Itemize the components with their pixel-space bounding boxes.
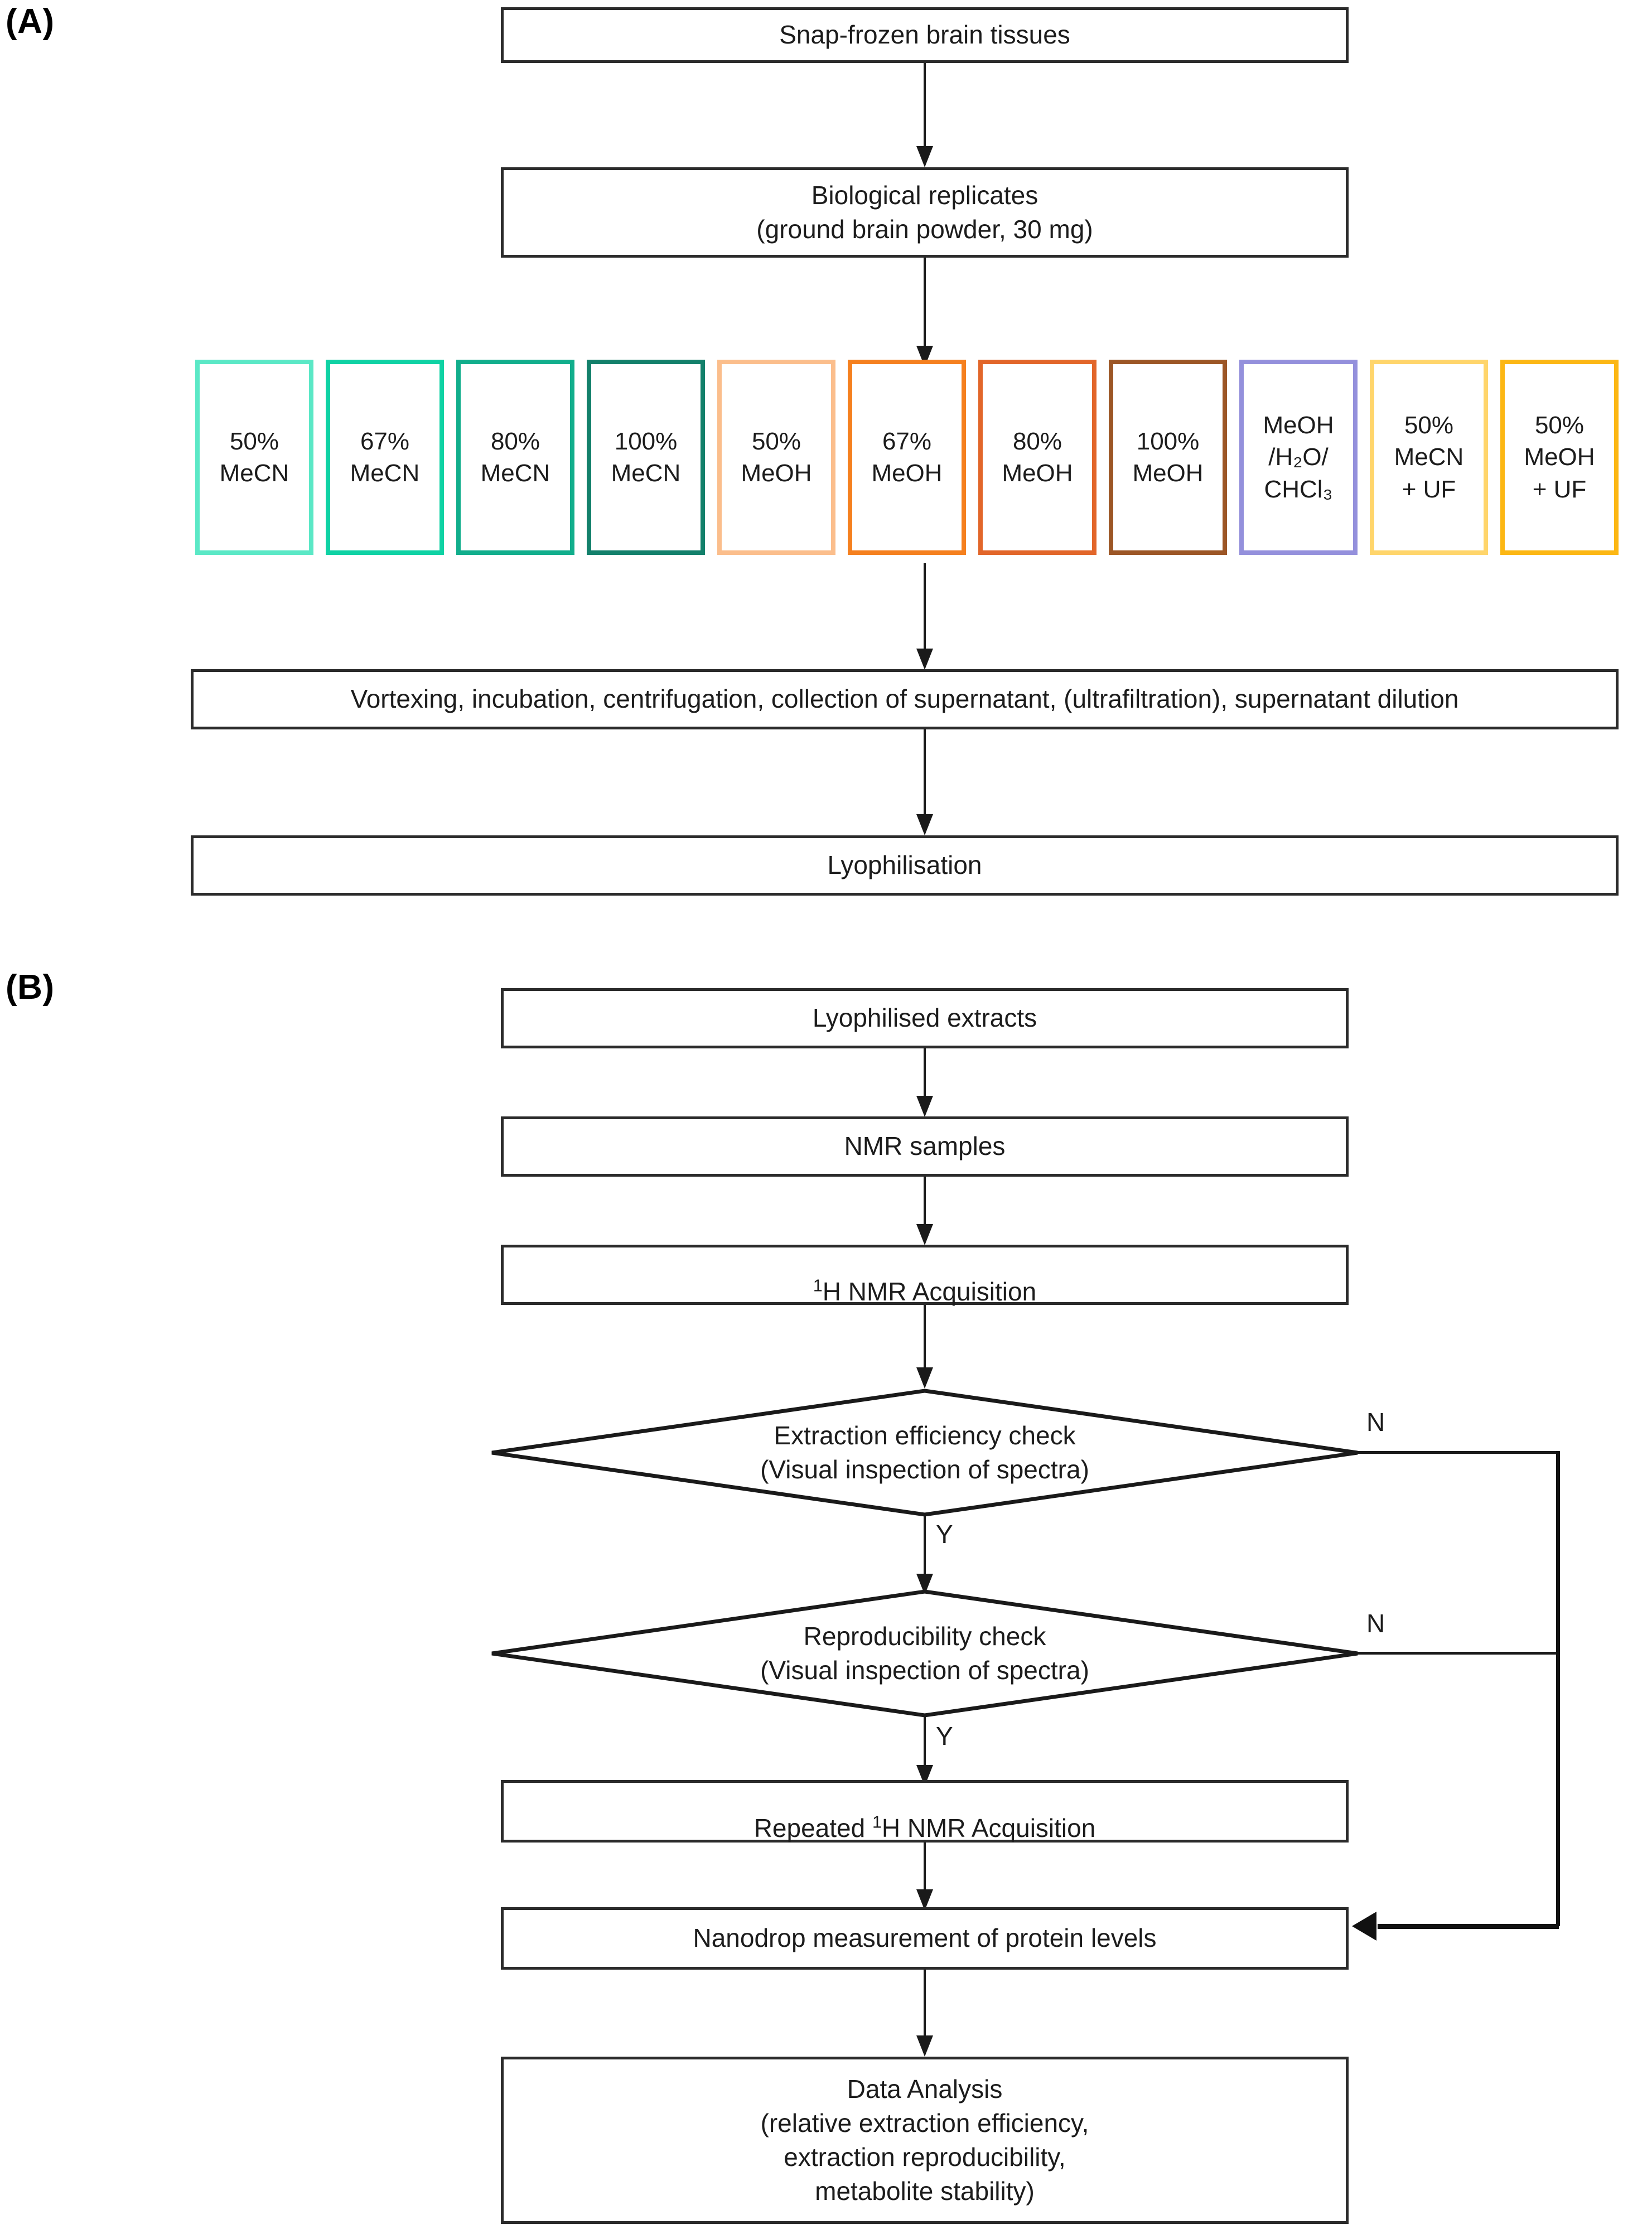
- node-label: Vortexing, incubation, centrifugation, c…: [350, 684, 1459, 714]
- solvent-box-50-meoh: 50%MeOH: [717, 360, 835, 555]
- node-label-text: H NMR Acquisition: [822, 1277, 1037, 1306]
- connector-nanodrop-to-analysis: [924, 1970, 926, 2043]
- connector-repeated-to-nanodrop: [924, 1843, 926, 1898]
- connector-efficiency-no-branch: [1358, 1451, 1558, 1454]
- node-nanodrop-measurement: Nanodrop measurement of protein levels: [501, 1907, 1349, 1970]
- solvent-box-67-meoh: 67%MeOH: [848, 360, 966, 555]
- connector-solvents-to-processing: [924, 563, 926, 661]
- diamond-shape: [491, 1589, 1358, 1718]
- node-label: Snap-frozen brain tissues: [779, 20, 1070, 50]
- superscript-one: 1: [813, 1276, 823, 1295]
- solvent-label: MeOH/H₂O/CHCl₃: [1263, 412, 1334, 503]
- solvent-label: 50%MeOH: [741, 427, 812, 487]
- connector-reproducibility-no-branch: [1358, 1652, 1558, 1655]
- connector-no-branch-return: [1378, 1924, 1559, 1929]
- solvent-label: 50%MeOH+ UF: [1524, 412, 1595, 503]
- node-data-analysis: Data Analysis (relative extraction effic…: [501, 2057, 1349, 2224]
- node-label: Lyophilised extracts: [812, 1003, 1037, 1033]
- connector-samples-to-acquisition: [924, 1177, 926, 1238]
- node-label: Repeated 1H NMR Acquisition: [744, 1777, 1106, 1845]
- node-label: Biological replicates (ground brain powd…: [756, 180, 1093, 244]
- node-lyophilised-extracts: Lyophilised extracts: [501, 988, 1349, 1048]
- node-label-suffix: H NMR Acquisition: [881, 1814, 1096, 1843]
- solvent-box-100-meoh: 100%MeOH: [1109, 360, 1227, 555]
- solvent-label: 80%MeCN: [480, 427, 550, 487]
- node-label: Nanodrop measurement of protein levels: [693, 1923, 1157, 1953]
- solvent-label: 67%MeCN: [350, 427, 420, 487]
- solvent-label: 67%MeOH: [871, 427, 943, 487]
- arrowhead-down: [916, 814, 933, 835]
- solvent-label: 100%MeOH: [1132, 427, 1204, 487]
- solvent-box-50-meoh-uf: 50%MeOH+ UF: [1500, 360, 1619, 555]
- superscript-one: 1: [872, 1813, 882, 1832]
- panel-b-label: (B): [6, 968, 55, 1007]
- node-nmr-samples: NMR samples: [501, 1116, 1349, 1177]
- arrowhead-down: [916, 649, 933, 670]
- solvent-box-67-mecn: 67%MeCN: [326, 360, 444, 555]
- solvent-box-100-mecn: 100%MeCN: [587, 360, 705, 555]
- node-sample-processing: Vortexing, incubation, centrifugation, c…: [191, 669, 1619, 729]
- branch-label-no: N: [1366, 1609, 1385, 1638]
- solvent-box-50-mecn: 50%MeCN: [195, 360, 313, 555]
- connector-reproducibility-yes-branch: [924, 1715, 926, 1774]
- diamond-shape: [491, 1389, 1358, 1517]
- connector-no-branch-trunk: [1556, 1451, 1560, 1926]
- arrowhead-down: [916, 1224, 933, 1245]
- arrowhead-down: [916, 1889, 933, 1911]
- node-label-prefix: Repeated: [753, 1814, 866, 1843]
- solvent-box-80-meoh: 80%MeOH: [978, 360, 1096, 555]
- decision-extraction-efficiency-check: Extraction efficiency check (Visual insp…: [490, 1389, 1360, 1517]
- node-biological-replicates: Biological replicates (ground brain powd…: [501, 167, 1349, 258]
- solvent-box-meoh-h2o-chcl3: MeOH/H₂O/CHCl₃: [1239, 360, 1358, 555]
- branch-label-yes: Y: [936, 1520, 953, 1549]
- branch-label-no: N: [1366, 1408, 1385, 1437]
- node-label: Data Analysis (relative extraction effic…: [760, 2074, 1089, 2206]
- panel-a-label: (A): [6, 2, 55, 41]
- node-label: 1H NMR Acquisition: [803, 1241, 1046, 1309]
- arrowhead-down: [916, 2035, 933, 2057]
- node-repeated-nmr-acquisition: Repeated 1H NMR Acquisition: [501, 1780, 1349, 1843]
- node-lyophilisation: Lyophilisation: [191, 835, 1619, 896]
- decision-reproducibility-check: Reproducibility check (Visual inspection…: [490, 1589, 1360, 1718]
- connector-extracts-to-samples: [924, 1048, 926, 1110]
- connector-processing-to-lyophilisation: [924, 729, 926, 827]
- arrowhead-down: [916, 1367, 933, 1389]
- arrowhead-down: [916, 146, 933, 167]
- connector-efficiency-yes-branch: [924, 1515, 926, 1582]
- solvent-label: 50%MeCN: [219, 427, 289, 487]
- solvent-label: 80%MeOH: [1002, 427, 1073, 487]
- connector-start-to-replicates: [924, 63, 926, 158]
- node-snap-frozen-brain-tissues: Snap-frozen brain tissues: [501, 7, 1349, 63]
- connector-acquisition-to-efficiency-check: [924, 1305, 926, 1375]
- solvent-label: 50%MeCN+ UF: [1394, 412, 1464, 503]
- solvent-box-80-mecn: 80%MeCN: [456, 360, 574, 555]
- node-nmr-acquisition: 1H NMR Acquisition: [501, 1245, 1349, 1306]
- solvent-box-50-mecn-uf: 50%MeCN+ UF: [1370, 360, 1488, 555]
- connector-replicates-to-solvents: [924, 258, 926, 358]
- node-label: Lyophilisation: [827, 850, 982, 880]
- node-label: NMR samples: [844, 1131, 1006, 1161]
- arrowhead-down: [916, 1096, 933, 1117]
- branch-label-yes: Y: [936, 1721, 953, 1750]
- arrowhead-left: [1352, 1912, 1376, 1941]
- solvent-label: 100%MeCN: [611, 427, 681, 487]
